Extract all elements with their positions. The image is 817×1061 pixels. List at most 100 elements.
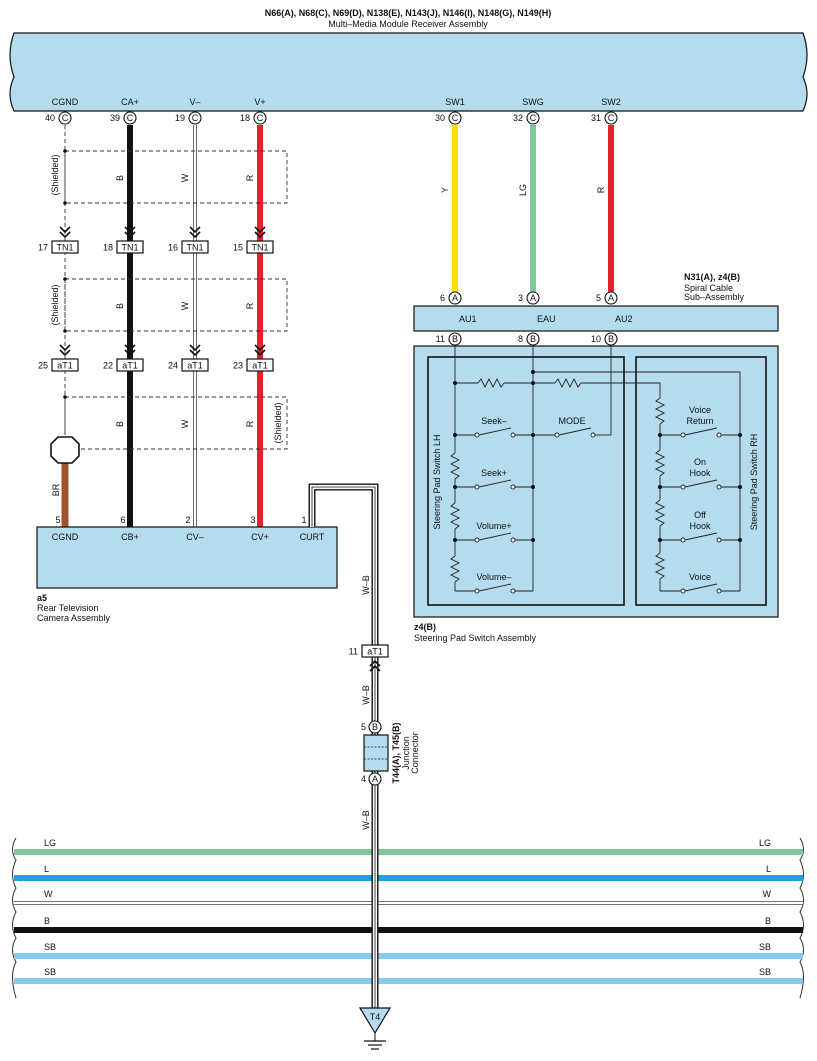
receiver-codes: N66(A), N68(C), N69(D), N138(E), N143(J)… <box>265 8 552 18</box>
spiral-pin-8: 8 <box>518 334 523 344</box>
spiral-name-1: Spiral Cable <box>684 283 733 293</box>
tn1-pin-15: 15 <box>233 243 243 253</box>
pin-num-19: 19 <box>175 113 185 123</box>
junction-code: T44(A), T45(B) <box>391 722 401 783</box>
junction-name-1: Junction <box>401 736 411 770</box>
at1-label-3: aT1 <box>187 361 203 371</box>
junction-conn-a: A <box>372 774 378 784</box>
tn1-pin-17: 17 <box>38 243 48 253</box>
shield-box-3 <box>64 396 288 450</box>
pin-num-40: 40 <box>45 113 55 123</box>
pin-num-39: 39 <box>110 113 120 123</box>
at1-label-2: aT1 <box>122 361 138 371</box>
bus-lines <box>12 837 804 999</box>
shielded-label-2: (Shielded) <box>50 284 60 325</box>
spiral-pin-6: 6 <box>440 293 445 303</box>
shield-drain-terminal <box>50 436 80 464</box>
switch-voice: Voice <box>689 572 711 582</box>
at1-label-4: aT1 <box>252 361 268 371</box>
spiral-pins <box>448 291 618 346</box>
wire-label-r1: R <box>245 174 255 181</box>
at1-pin-23: 23 <box>233 361 243 371</box>
steering-name: Steering Pad Switch Assembly <box>414 633 537 643</box>
switch-off-hook-1: Off <box>694 510 706 520</box>
switch-voice-return-2: Return <box>686 416 713 426</box>
camera-box <box>36 526 338 589</box>
tn1-label-4: TN1 <box>251 243 268 253</box>
shielded-label-3: (Shielded) <box>273 402 283 443</box>
switch-volume-plus: Volume+ <box>476 521 511 531</box>
cam-term-cv-plus: CV+ <box>251 532 269 542</box>
spiral-pin-11: 11 <box>436 334 445 344</box>
spiral-au1: AU1 <box>459 314 477 324</box>
switch-voice-return-1: Voice <box>689 405 711 415</box>
steering-code: z4(B) <box>414 622 436 632</box>
tn1-label-3: TN1 <box>186 243 203 253</box>
switch-contacts <box>474 432 722 594</box>
steering-lh-label: Steering Pad Switch LH <box>432 434 442 529</box>
pin-conn-30: C <box>452 113 459 123</box>
cam-pin-2: 2 <box>185 515 190 525</box>
wire-label-b3: B <box>115 421 125 427</box>
wire-label-r-sw2: R <box>596 186 606 193</box>
steering-assembly-box <box>413 345 779 618</box>
wire-label-lg: LG <box>518 184 528 196</box>
bus-label-l-left: L <box>44 864 49 874</box>
term-sw2-label: SW2 <box>601 97 621 107</box>
camera-code: a5 <box>37 593 47 603</box>
switch-volume-minus: Volume– <box>476 572 511 582</box>
pin-num-32: 32 <box>513 113 523 123</box>
at1-pin-11: 11 <box>349 647 358 657</box>
tn1-label-1: TN1 <box>56 243 73 253</box>
wire-label-b1: B <box>115 175 125 181</box>
junction-connector <box>363 720 389 786</box>
bus-label-sb2-left: SB <box>44 967 56 977</box>
shielded-label-1: (Shielded) <box>50 154 60 195</box>
cam-pin-1: 1 <box>301 515 306 525</box>
term-cgnd-label: CGND <box>52 97 79 107</box>
wire-label-b2: B <box>115 303 125 309</box>
camera-name-1: Rear Television <box>37 603 98 613</box>
bus-label-b-right: B <box>765 916 771 926</box>
bus-label-lg-right: LG <box>759 838 771 848</box>
spiral-conn-a2: A <box>530 293 536 303</box>
circuit-junction-dots <box>453 370 742 542</box>
tn1-pin-16: 16 <box>168 243 178 253</box>
cam-pin-5: 5 <box>55 515 60 525</box>
spiral-conn-b3: B <box>608 334 614 344</box>
pin-num-18: 18 <box>240 113 250 123</box>
spiral-code: N31(A), z4(B) <box>684 272 740 282</box>
receiver-pins <box>58 111 618 125</box>
shield-box-1 <box>64 150 288 204</box>
tn1-label-2: TN1 <box>121 243 138 253</box>
camera-name-2: Camera Assembly <box>37 613 111 623</box>
term-v-plus-label: V+ <box>254 97 265 107</box>
spiral-name-2: Sub–Assembly <box>684 292 745 302</box>
cam-term-cv-minus: CV– <box>186 532 204 542</box>
term-swg-label: SWG <box>522 97 544 107</box>
term-v-minus-label: V– <box>189 97 200 107</box>
at1-connector-curt <box>361 644 389 672</box>
switch-seek-plus: Seek+ <box>481 468 507 478</box>
at1-pin-22: 22 <box>103 361 113 371</box>
at1-pin-24: 24 <box>168 361 178 371</box>
steering-lh-box <box>427 356 625 606</box>
spiral-pin-5: 5 <box>596 293 601 303</box>
wire-label-wb-3: W–B <box>361 810 371 830</box>
junction-conn-b: B <box>372 722 378 732</box>
cam-term-cgnd: CGND <box>52 532 79 542</box>
pin-conn-31: C <box>608 113 615 123</box>
switch-on-hook-2: Hook <box>689 468 711 478</box>
receiver-name: Multi–Media Module Receiver Assembly <box>328 19 488 29</box>
bus-label-sb1-left: SB <box>44 942 56 952</box>
bus-label-lg-left: LG <box>44 838 56 848</box>
tn1-connector-row <box>51 226 274 254</box>
bus-label-w-right: W <box>763 889 772 899</box>
junction-pin-5: 5 <box>361 722 366 732</box>
wire-label-wb-2: W–B <box>361 685 371 705</box>
pin-conn-40: C <box>62 113 69 123</box>
at1-pin-25: 25 <box>38 361 48 371</box>
spiral-conn-a1: A <box>452 293 458 303</box>
junction-name-2: Connector <box>410 732 420 774</box>
switch-mode: MODE <box>559 416 586 426</box>
